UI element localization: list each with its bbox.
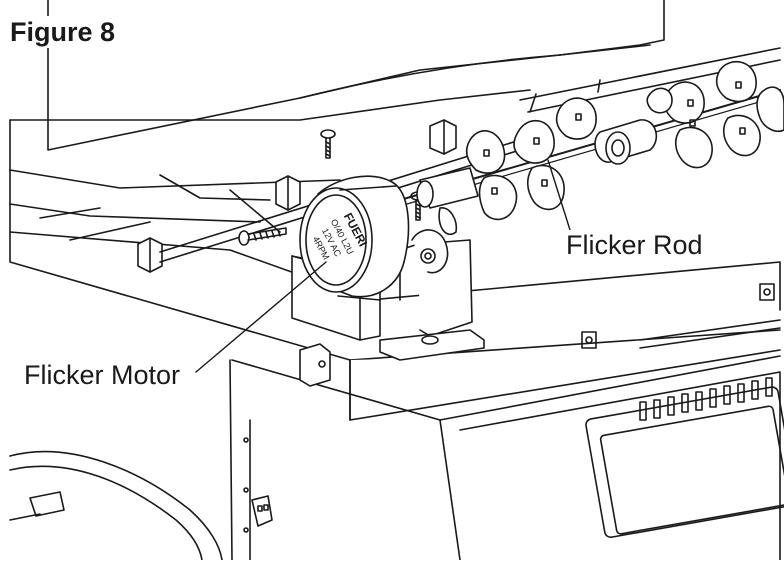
side-bracket <box>229 343 441 561</box>
flicker-motor-leader <box>195 261 327 373</box>
firebox-panel <box>349 283 784 561</box>
fireplace-hood <box>47 0 665 151</box>
log-grate-edge <box>9 450 223 561</box>
flicker-rod-callout: Flicker Rod <box>566 230 703 260</box>
flicker-paddles <box>465 60 784 221</box>
vent-slots <box>639 377 773 421</box>
screw-top <box>320 129 336 159</box>
screw-left <box>238 227 287 246</box>
flicker-rod <box>399 89 781 235</box>
figure-title: Figure 8 <box>10 16 120 48</box>
flicker-motor-assembly <box>291 175 485 361</box>
paddle-slots <box>483 81 746 195</box>
flicker-rod-leader <box>547 159 571 231</box>
flicker-motor-callout: Flicker Motor <box>24 360 181 390</box>
